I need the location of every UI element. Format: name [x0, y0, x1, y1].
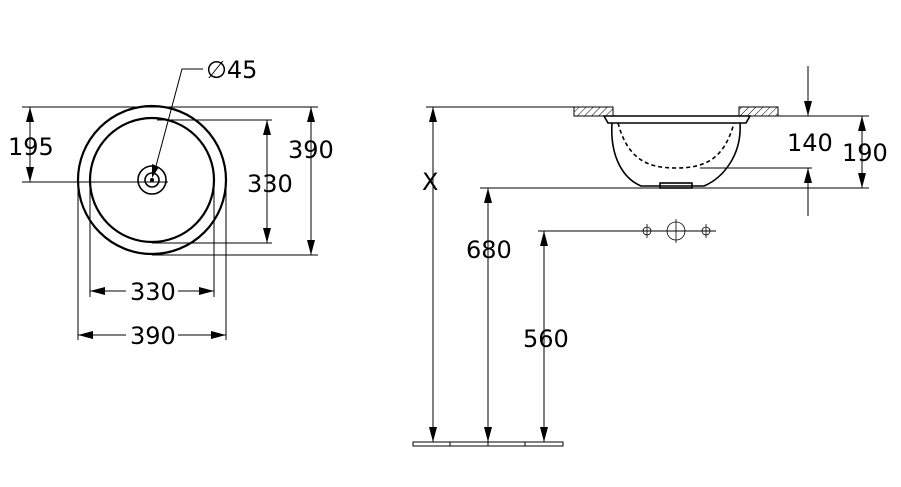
dim-195-label: 195 [8, 133, 54, 161]
dim-680-arrow-bottom [484, 427, 492, 442]
dim-560-label: 560 [523, 325, 569, 353]
dim-390h-arrow-left [78, 331, 93, 339]
countertop-left [573, 106, 614, 117]
dim-330-vertical-label: 330 [247, 170, 293, 198]
dim-190-label: 190 [842, 139, 888, 167]
dim-140-arrow-bottom [804, 168, 812, 183]
dim-140-label: 140 [787, 129, 833, 157]
dim-190-arrow-bottom [858, 173, 866, 188]
dim-190-arrow-top [858, 116, 866, 131]
basin-inner-bowl [88, 116, 216, 244]
diameter-label: ∅45 [206, 56, 257, 84]
dim-x-label: X [422, 168, 438, 196]
dim-195-arrow-top [26, 107, 34, 122]
dim-330v-arrow-top [263, 120, 271, 135]
basin-bowl-hidden [617, 122, 735, 169]
drain-center-dot [150, 178, 154, 182]
diameter-leader-line [155, 68, 203, 167]
dim-560-arrow-top [540, 231, 548, 246]
dim-390h-arrow-right [211, 331, 226, 339]
dim-680-arrow-top [484, 188, 492, 203]
tap-holes [640, 219, 713, 243]
dim-390v-arrow-bottom [307, 240, 315, 255]
basin-flange [602, 115, 752, 124]
side-view: X 680 560 140 190 [412, 66, 888, 447]
dim-x-arrow-bottom [429, 427, 437, 442]
basin-outer-rim [76, 104, 228, 256]
top-view: ∅45 195 330 390 330 [8, 56, 334, 350]
dim-195-arrow-bottom [26, 167, 34, 182]
dim-x-arrow-top [429, 107, 437, 122]
countertop-right [738, 106, 779, 117]
diameter-leader-arrow [152, 164, 159, 178]
basin-bowl-outer [611, 122, 741, 187]
dim-390-horizontal-label: 390 [130, 322, 176, 350]
dim-330h-arrow-right [199, 287, 214, 295]
dim-390-vertical-label: 390 [288, 136, 334, 164]
dim-390v-arrow-top [307, 107, 315, 122]
dim-560-arrow-bottom [540, 427, 548, 442]
dim-330h-arrow-left [90, 287, 105, 295]
dim-140-arrow-top [804, 101, 812, 116]
dim-330v-arrow-bottom [263, 228, 271, 243]
dim-680-label: 680 [466, 236, 512, 264]
dim-330-horizontal-label: 330 [130, 278, 176, 306]
